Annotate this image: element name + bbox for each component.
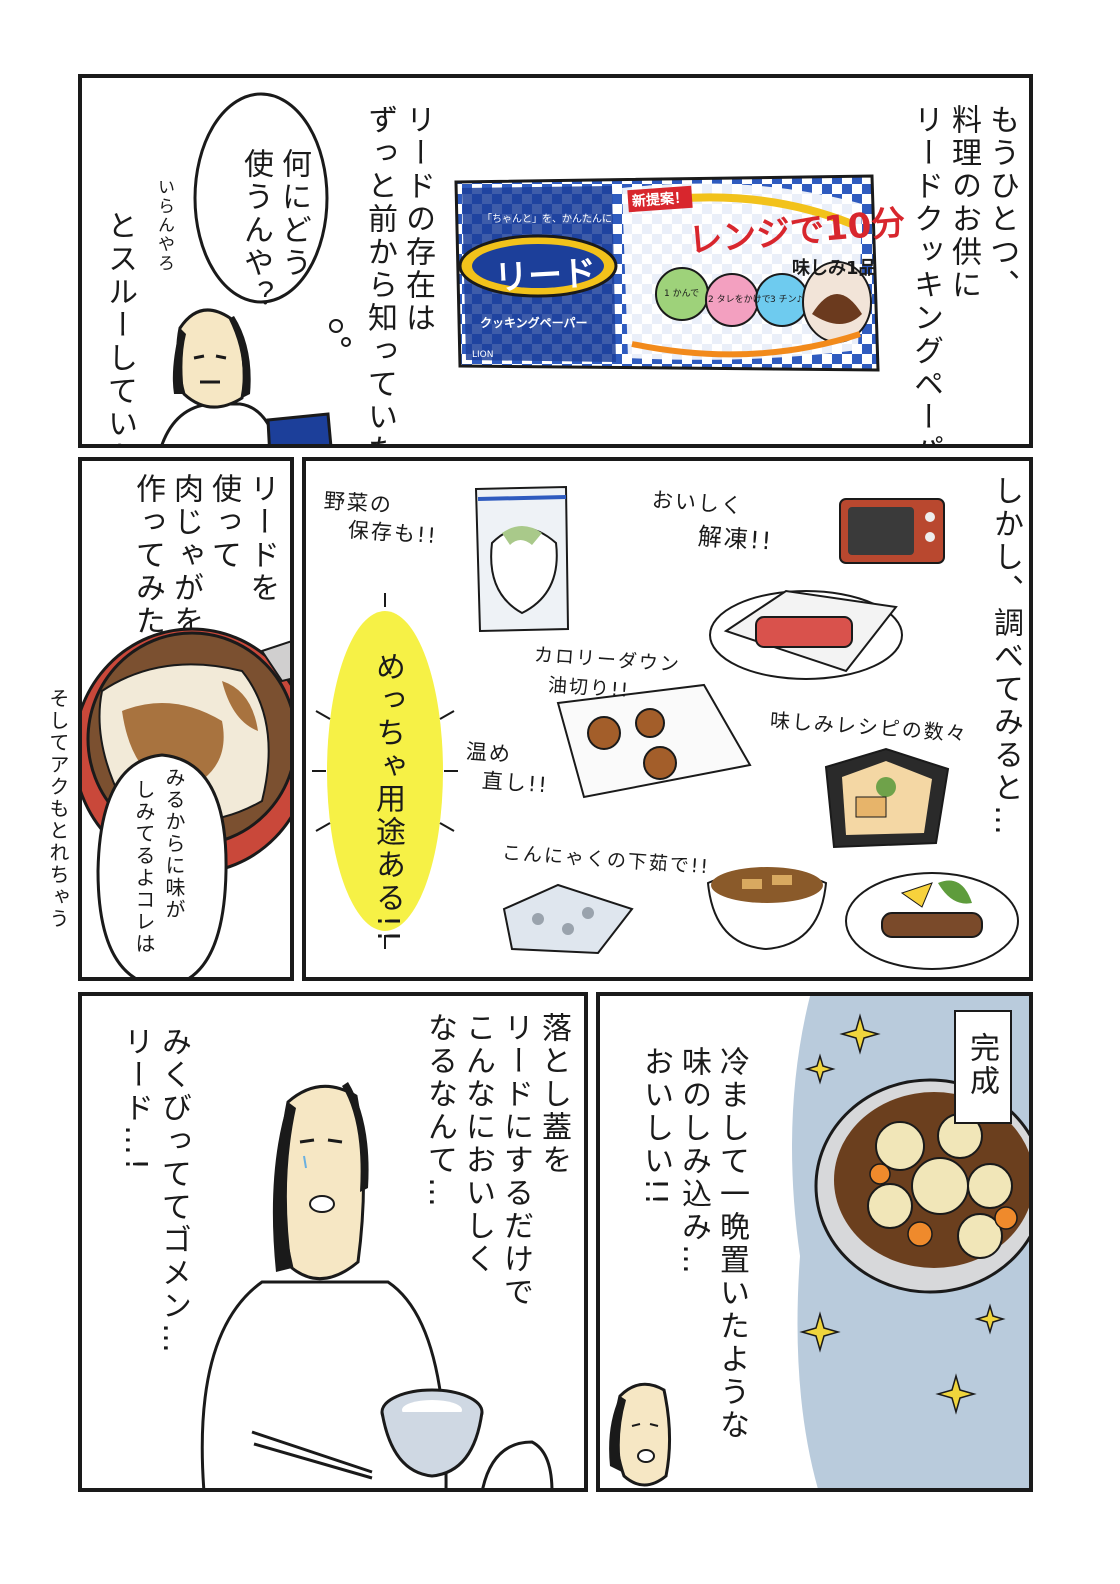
narration-lid-2: リードにするだけで	[498, 1012, 533, 1309]
panel-uses: しかし、調べてみると… 野菜の 保存も!! おいしく 解凍!!	[302, 457, 1033, 981]
character-small-face	[609, 1382, 672, 1487]
narration-lid-3: こんなにおいしく	[460, 1012, 495, 1276]
apology-2: リード…!	[118, 1026, 153, 1174]
panel-finished: 完成 冷まして一晩置いたような 味のしみ込み… おいしい!!	[596, 992, 1033, 1492]
label-reheat-2: 直し!!	[481, 768, 550, 798]
aside-no-need: いらんやろ	[154, 178, 174, 273]
package-maker: LION	[472, 350, 494, 360]
narration-cook-3: 肉じゃがを	[168, 473, 203, 638]
speech-tasty-1: みるからに味が	[162, 767, 186, 921]
panel-intro: もうひとつ、 料理のお供に リードクッキングペーパー	[78, 74, 1033, 448]
package-slogan: 「ちゃんと」を、かんたんに	[482, 214, 612, 225]
narration-lid-4: なるなんて…	[422, 1012, 457, 1210]
package-product: クッキングペーパー	[480, 316, 588, 330]
package-graphic	[454, 174, 880, 372]
narration-cook-4: 作ってみた	[130, 473, 165, 638]
narration-lid-1: 落とし蓋を	[536, 1012, 571, 1177]
narration-ignore: とスルーしていた	[102, 210, 137, 448]
package-brand: リード	[493, 253, 598, 299]
finished-nikujaga-bowl	[814, 1078, 1029, 1294]
narration-intro-2: 料理のお供に	[946, 104, 981, 302]
label-reheat-1: 温め	[465, 739, 513, 767]
caption-box	[954, 1010, 1012, 1124]
narration-cook-1: リードを	[244, 473, 279, 605]
vegetable-bag	[474, 485, 570, 633]
narration-know-2: ずっと前から知っていたが	[362, 104, 397, 448]
label-konnyaku: こんにゃくの下茹で!!	[501, 841, 711, 879]
narration-overnight: 冷まして一晩置いたような	[714, 1046, 749, 1442]
label-thaw-1: おいしく	[651, 487, 745, 519]
character-doubtful	[160, 308, 333, 444]
reed-package: 「ちゃんと」を、かんたんに リード クッキングペーパー 新提案！ レンジで10分…	[452, 174, 907, 374]
side-note-scum: そしてアクもとれちゃう	[46, 688, 70, 930]
panel-regret: 落とし蓋を リードにするだけで こんなにおいしく なるなんて… みくびっててゴメ…	[78, 992, 588, 1492]
speech-tasty-2: しみてるよコレは	[132, 779, 156, 955]
meat-plate	[845, 872, 1019, 970]
narration-know-1: リードの存在は	[400, 104, 435, 335]
speech-bubble-nikujaga	[96, 753, 228, 977]
apology-1: みくびっててゴメン…	[156, 1026, 191, 1356]
label-thaw-2: 解凍!!	[696, 522, 774, 556]
label-calorie-2: 油切り!!	[547, 674, 631, 702]
narration-cook-2: 使って	[206, 473, 241, 572]
microwave	[839, 498, 945, 564]
package-step-1: 1 かんで	[664, 289, 700, 299]
burst-text: めっちゃ用途ある!!	[370, 651, 405, 946]
uses-burst	[312, 593, 458, 949]
thought-bubble	[193, 92, 351, 347]
label-recipes: 味しみレシピの数々	[769, 708, 969, 746]
package-step-3: 3 チン♪	[770, 295, 803, 305]
konnyaku-wrap	[502, 883, 634, 955]
package-new-badge: 新提案！	[627, 185, 693, 213]
narration-intro-3: リードクッキングペーパー	[908, 104, 943, 448]
narration-however: しかし、調べてみると…	[988, 475, 1023, 838]
fried-food-paper	[556, 683, 752, 799]
panel-cooking: リードを 使って 肉じゃがを 作ってみた みるからに味が しみてるよコレは	[78, 457, 294, 981]
thawed-meat	[709, 589, 903, 680]
narration-delicious: おいしい!!	[638, 1046, 673, 1209]
narration-soaked: 味のしみ込み…	[676, 1046, 711, 1277]
recipe-bowl	[824, 747, 950, 849]
character-eating	[200, 1082, 554, 1488]
speech-what-1: 何にどう	[276, 148, 311, 280]
simmered-bowl	[706, 867, 828, 951]
narration-intro-1: もうひとつ、	[984, 104, 1019, 302]
label-vegetables-2: 保存も!!	[347, 517, 439, 549]
speech-what-2: 使うんや？	[238, 148, 273, 313]
package-tag: 味しみ1品	[792, 258, 877, 279]
package-step-2: 2 タレをかけで	[708, 295, 771, 305]
caption-done: 完成	[964, 1032, 999, 1098]
